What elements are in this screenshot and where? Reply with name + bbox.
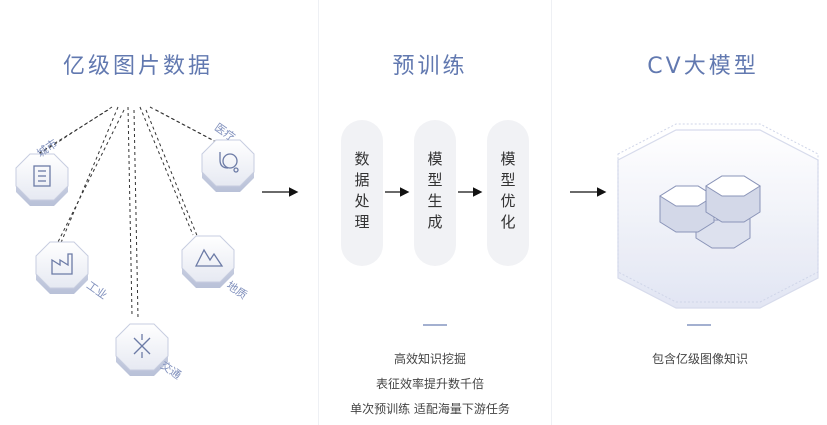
- hex-node-city: [15, 153, 69, 206]
- geology-icon: [194, 248, 224, 267]
- column-title-pretrain: 预训练: [392, 54, 468, 79]
- pretrain-step-model-optimization: 模型优化: [487, 120, 529, 266]
- data-lines: [27, 106, 225, 319]
- line-extra-4: [145, 109, 199, 239]
- pretrain-step-model-generation: 模型生成: [414, 120, 456, 266]
- pretrain-step-label: 模型生成: [425, 151, 444, 235]
- model-benefit-1: 包含亿级图像知识: [651, 352, 748, 366]
- hex-node-medical: [201, 139, 255, 192]
- traffic-icon: [133, 334, 151, 358]
- city-icon: [33, 165, 51, 187]
- pretrain-step-data-processing: 数据处理: [341, 120, 383, 266]
- stethoscope-icon: [219, 152, 239, 173]
- hex-cluster: [659, 175, 761, 249]
- column-title-data: 亿级图片数据: [62, 54, 213, 79]
- hex-node-industry: [35, 241, 89, 294]
- hex-node-geology: [181, 235, 235, 288]
- line-to-traffic: [127, 106, 133, 316]
- pretrain-dash-divider: [423, 324, 447, 326]
- model-dash-divider: [687, 324, 711, 326]
- line-extra-3: [133, 109, 139, 319]
- pretrain-benefit-3: 单次预训练 适配海量下游任务: [350, 402, 510, 416]
- pretrain-benefit-1: 高效知识挖掘: [393, 352, 466, 366]
- column-title-model: CV大模型: [647, 54, 759, 79]
- line-extra-2: [54, 109, 125, 249]
- pretrain-step-label: 数据处理: [352, 151, 371, 235]
- pretrain-benefit-2: 表征效率提升数千倍: [375, 377, 484, 391]
- column-divider-right: [551, 0, 552, 425]
- column-divider-left: [318, 0, 319, 425]
- line-extra-5: [155, 109, 225, 147]
- line-to-city: [37, 106, 113, 156]
- pretrain-step-label: 模型优化: [498, 151, 517, 235]
- line-extra-1: [27, 109, 109, 161]
- hex-node-traffic: [115, 323, 169, 376]
- line-to-geology: [139, 106, 194, 236]
- factory-icon: [51, 253, 73, 275]
- cv-model-illustration: [617, 123, 819, 309]
- line-to-industry: [59, 106, 119, 246]
